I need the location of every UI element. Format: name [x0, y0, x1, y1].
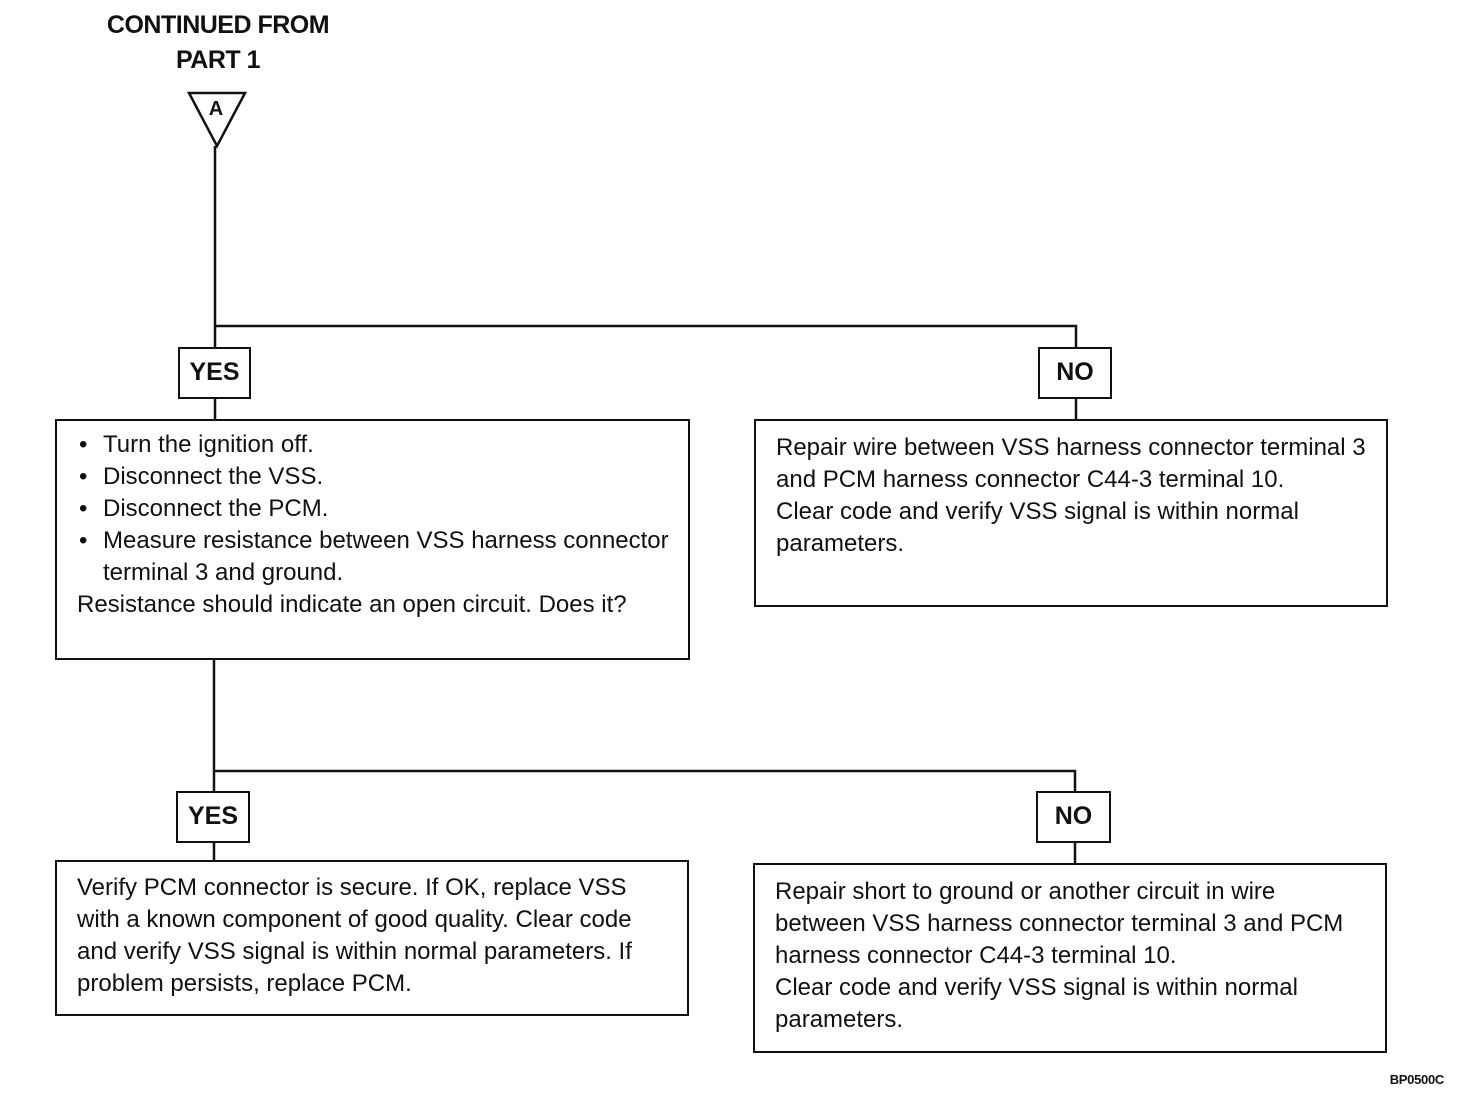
connector-label: A	[208, 98, 224, 120]
no-result-box-1: Repair wire between VSS harness connecto…	[754, 419, 1388, 607]
step-item: Disconnect the PCM.	[77, 493, 674, 525]
yes-label-2: YES	[176, 791, 250, 843]
step-item: Turn the ignition off.	[77, 429, 674, 461]
step-question: Resistance should indicate an open circu…	[77, 591, 627, 618]
yes-step-box-1: Turn the ignition off. Disconnect the VS…	[55, 419, 690, 660]
off-page-connector-triangle	[186, 91, 248, 149]
yes-result-box-2: Verify PCM connector is secure. If OK, r…	[55, 860, 689, 1016]
yes-label-1: YES	[178, 347, 251, 399]
step-item: Measure resistance between VSS harness c…	[77, 525, 674, 589]
continued-from-heading: CONTINUED FROM PART 1	[60, 8, 376, 78]
no-result-box-2: Repair short to ground or another circui…	[753, 863, 1387, 1053]
clear-code-instruction: Clear code and verify VSS signal is with…	[776, 498, 1299, 557]
no-label-1: NO	[1038, 347, 1112, 399]
heading-line-2: PART 1	[175, 46, 261, 74]
no-label-2: NO	[1036, 791, 1111, 843]
figure-reference: BP0500C	[1389, 1072, 1445, 1087]
step-list: Turn the ignition off. Disconnect the VS…	[77, 429, 674, 589]
repair-instruction: Repair wire between VSS harness connecto…	[776, 434, 1366, 493]
repair-instruction: Repair short to ground or another circui…	[775, 878, 1344, 969]
clear-code-instruction: Clear code and verify VSS signal is with…	[775, 974, 1298, 1033]
replace-instruction: Verify PCM connector is secure. If OK, r…	[77, 874, 632, 997]
step-item: Disconnect the VSS.	[77, 461, 674, 493]
heading-line-1: CONTINUED FROM	[106, 11, 330, 39]
